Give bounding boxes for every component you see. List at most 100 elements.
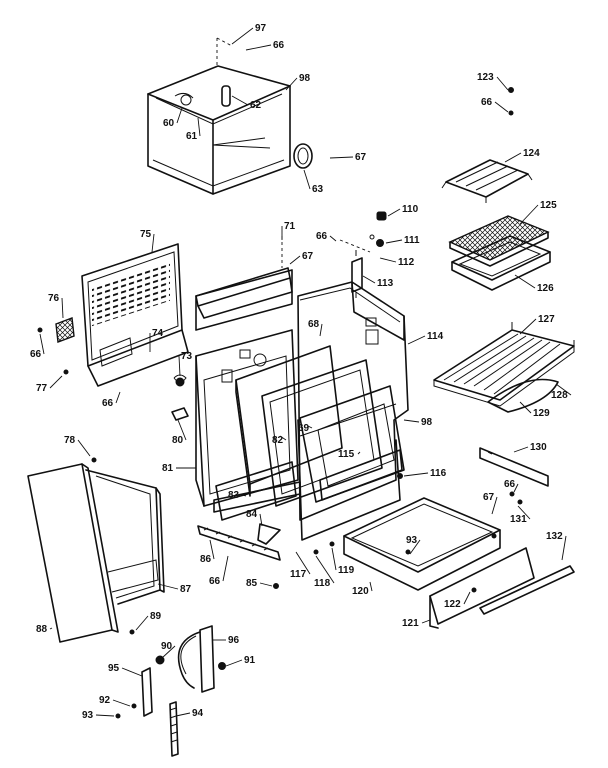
callout-label: 66 [102, 398, 114, 409]
oven-racks [433, 159, 575, 413]
callout-label: 67 [355, 152, 367, 163]
callout-label: 88 [36, 624, 48, 635]
callout-label: 78 [64, 435, 76, 446]
callout-label: 66 [273, 40, 285, 51]
leader-line [115, 391, 121, 404]
callout-label: 66 [209, 576, 221, 587]
callout-label: 113 [377, 278, 394, 289]
callout-label: 66 [30, 349, 42, 360]
leader-line [209, 539, 215, 560]
callout-label: 121 [402, 618, 419, 629]
leader-line [514, 274, 536, 289]
leader-line [513, 446, 529, 453]
leader-line [39, 333, 45, 355]
callout-label: 116 [430, 468, 447, 479]
top-cabinet [147, 37, 313, 195]
callout-label: 60 [163, 118, 175, 129]
callout-label: 61 [186, 131, 198, 142]
callout-label: 93 [406, 535, 418, 546]
leader-line [135, 615, 149, 631]
leader-line [379, 257, 397, 263]
leader-line [176, 107, 183, 124]
callout-label: 71 [284, 221, 296, 232]
callout-label: 63 [312, 184, 324, 195]
callout-label: 92 [99, 695, 111, 706]
hardware-upper-right [339, 87, 514, 298]
callout-label: 95 [108, 663, 120, 674]
leader-line [385, 239, 403, 244]
callout-label: 119 [338, 565, 355, 576]
callout-label: 130 [530, 442, 547, 453]
leader-line [157, 583, 179, 590]
leader-line [369, 581, 373, 592]
main-frame [171, 269, 301, 521]
callout-label: 125 [540, 200, 557, 211]
callout-label: 132 [546, 531, 563, 542]
callout-label: 66 [316, 231, 328, 242]
callout-label: 91 [244, 655, 256, 666]
leader-line [494, 101, 509, 113]
callout-label: 97 [255, 23, 267, 34]
leader-line [259, 513, 263, 527]
leader-line [409, 539, 421, 555]
leader-line [178, 355, 181, 377]
leader-line [197, 117, 201, 137]
callout-label: 74 [152, 328, 164, 339]
leader-line [49, 627, 53, 630]
callout-label: 87 [180, 584, 192, 595]
callout-label: 77 [36, 383, 48, 394]
callout-label: 96 [228, 635, 240, 646]
leader-line [95, 714, 115, 717]
leader-line [49, 375, 63, 389]
callout-label: 89 [150, 611, 162, 622]
leader-line [504, 152, 522, 163]
back-panel [37, 243, 189, 387]
callout-label: 67 [302, 251, 314, 262]
callout-label: 118 [314, 578, 331, 589]
leader-line [319, 323, 323, 337]
leader-line [285, 77, 298, 91]
callout-label: 98 [421, 417, 433, 428]
leader-line [403, 419, 420, 423]
callout-label: 94 [192, 708, 204, 719]
callout-label: 115 [338, 449, 355, 460]
leader-line [151, 233, 155, 253]
callout-label: 124 [523, 148, 540, 159]
leader-line [496, 76, 509, 91]
callout-label: 93 [82, 710, 94, 721]
callout-label: 83 [228, 490, 240, 501]
callout-label: 75 [140, 229, 152, 240]
leader-line [519, 204, 539, 225]
callout-label: 81 [162, 463, 174, 474]
leader-line [387, 208, 401, 217]
leader-line [315, 555, 335, 584]
leader-line [175, 712, 191, 717]
leader-line [279, 435, 287, 441]
leader-line [295, 551, 311, 575]
callout-label: 69 [298, 423, 310, 434]
rear-rail [195, 236, 293, 319]
leader-line [303, 169, 311, 190]
leader-line [245, 44, 272, 51]
callout-label: 126 [537, 283, 554, 294]
callout-label: 68 [308, 319, 320, 330]
callout-label: 73 [181, 351, 193, 362]
leader-line [463, 591, 471, 605]
leader-line [77, 439, 91, 457]
callout-label: 82 [272, 435, 284, 446]
callout-label: 66 [481, 97, 493, 108]
leader-line [289, 255, 301, 265]
leader-line [241, 494, 247, 497]
leader-line [61, 297, 64, 319]
leader-line [519, 318, 537, 335]
leader-line [259, 582, 273, 587]
callout-label: 98 [299, 73, 311, 84]
callout-label: 111 [404, 235, 420, 246]
leader-line [231, 27, 254, 45]
callout-label: 127 [538, 314, 555, 325]
callout-label: 123 [477, 72, 494, 83]
callout-label: 90 [161, 641, 173, 652]
leader-line [491, 496, 498, 515]
